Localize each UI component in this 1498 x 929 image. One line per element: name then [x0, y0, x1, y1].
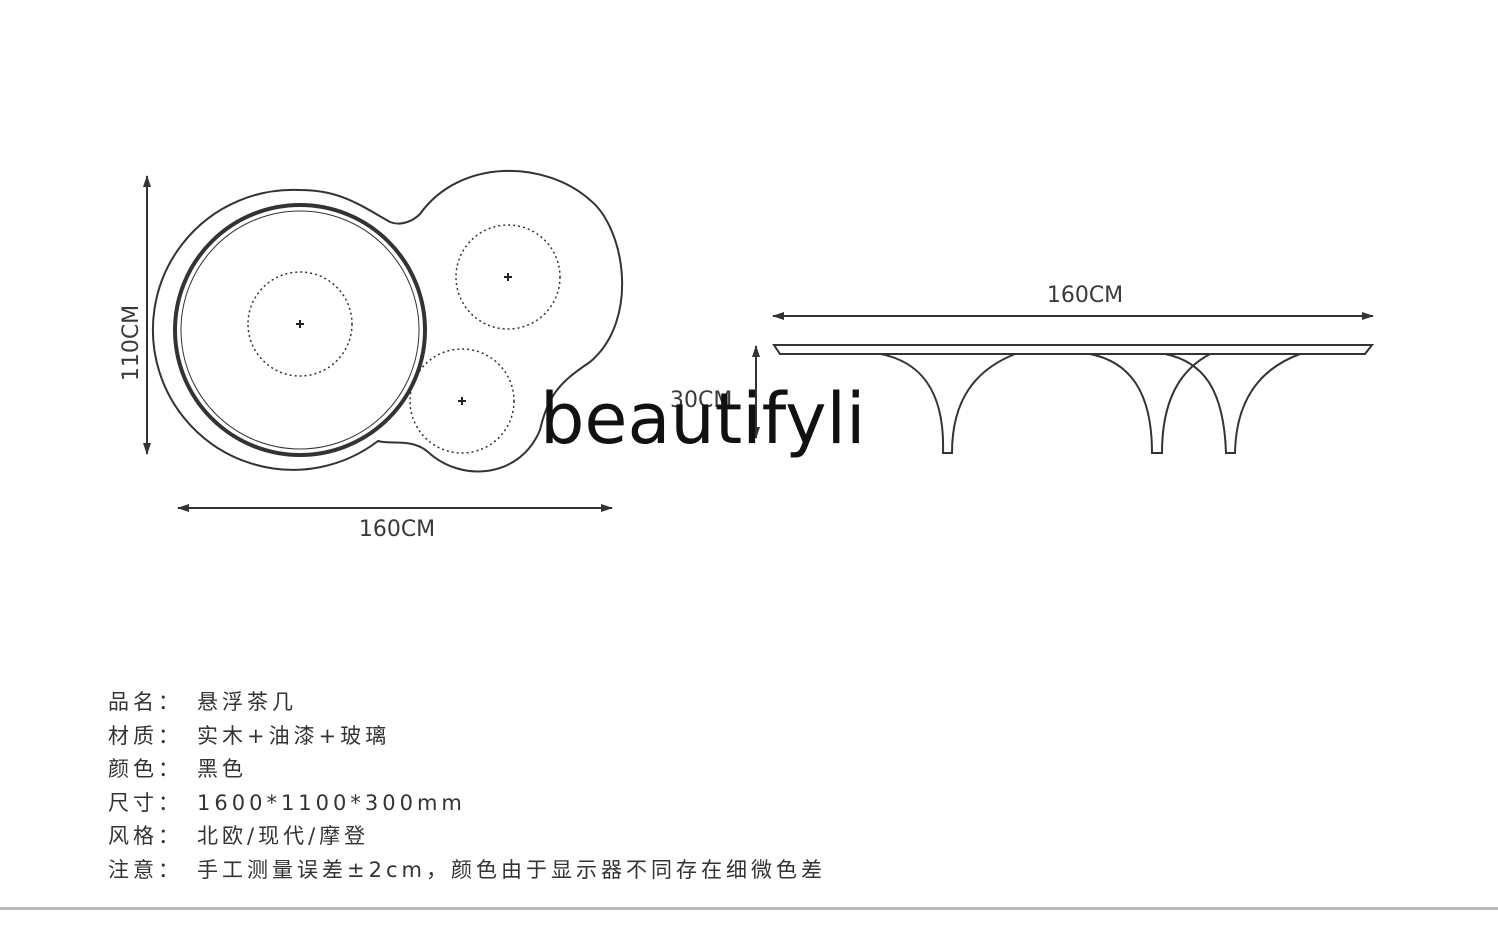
- length-label: 160CM: [1047, 283, 1123, 308]
- spec-row-style: 风格：北欧/现代/摩登: [108, 824, 370, 848]
- spec-row-size: 尺寸：1600*1100*300mm: [108, 790, 466, 815]
- watermark-text: beautifyli: [540, 378, 866, 460]
- leg-circle-large: [247, 271, 353, 377]
- leg-middle: [1089, 353, 1211, 454]
- spec-row-material: 材质：实木+油漆+玻璃: [108, 723, 391, 748]
- width-label: 160CM: [359, 517, 435, 542]
- table-top-outline: [151, 169, 624, 473]
- spec-row-note: 注意：手工测量误差±2cm，颜色由于显示器不同存在细微色差: [108, 857, 826, 882]
- leg-circle-lower: [409, 348, 515, 454]
- side-view: 160CM 30CM: [670, 283, 1375, 454]
- spec-list: 品名：悬浮茶几 材质：实木+油漆+玻璃 颜色：黑色 尺寸：1600*1100*3…: [108, 686, 826, 887]
- leg-left: [880, 353, 1016, 454]
- height-label: 30CM: [670, 388, 732, 413]
- leg-circle-upper-right: [455, 224, 561, 330]
- spec-row-name: 品名：悬浮茶几: [108, 690, 297, 714]
- spec-row-color: 颜色：黑色: [108, 757, 247, 781]
- table-top-slab: [772, 344, 1375, 355]
- top-view: 110CM 160CM: [119, 169, 624, 542]
- tray-outer-ring: [173, 203, 427, 457]
- center-marks: [296, 273, 512, 405]
- leg-right: [1164, 353, 1301, 454]
- depth-label: 110CM: [119, 305, 144, 381]
- tray-inner-ring: [180, 210, 420, 450]
- bottom-divider: [0, 907, 1498, 910]
